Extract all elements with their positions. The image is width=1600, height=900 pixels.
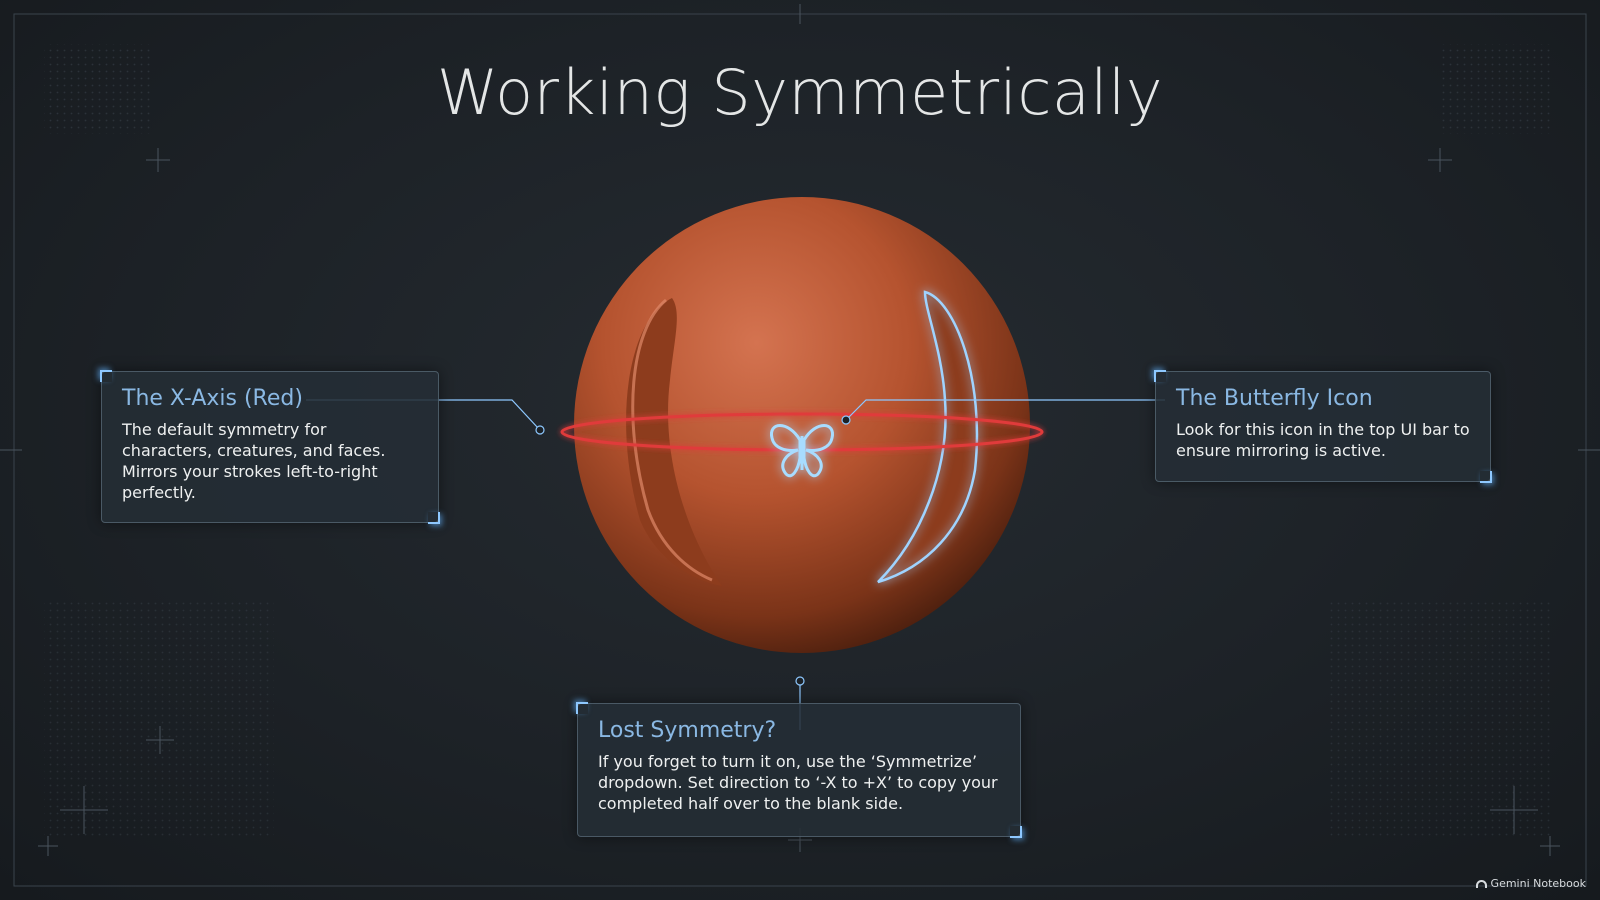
x-axis-body: The default symmetry for characters, cre… — [122, 420, 386, 502]
card-corner-accent — [1480, 471, 1492, 483]
crosshair-marks — [0, 4, 1600, 856]
lost-symmetry-body: If you forget to turn it on, use the ‘Sy… — [598, 752, 998, 813]
card-corner-accent — [100, 370, 112, 382]
dot-pattern — [1440, 44, 1550, 134]
dot-pattern — [1330, 600, 1550, 840]
page-title: Working Symmetrically — [436, 56, 1164, 129]
dot-pattern — [44, 600, 274, 840]
butterfly-body: Look for this icon in the top UI bar to … — [1176, 420, 1470, 460]
card-corner-accent — [576, 702, 588, 714]
lost-symmetry-callout: Lost Symmetry? If you forget to turn it … — [576, 702, 1022, 838]
butterfly-connector-dot — [841, 415, 851, 425]
card-corner-accent — [1010, 826, 1022, 838]
x-axis-callout: The X-Axis (Red) The default symmetry fo… — [100, 370, 440, 524]
butterfly-heading: The Butterfly Icon — [1176, 386, 1373, 411]
branding-label: Gemini Notebook — [1490, 877, 1586, 890]
butterfly-callout: The Butterfly Icon Look for this icon in… — [1154, 370, 1492, 483]
lost-symmetry-heading: Lost Symmetry? — [598, 718, 777, 743]
gemini-notebook-icon — [1475, 879, 1487, 888]
card-corner-accent — [428, 512, 440, 524]
lost-symmetry-connector-dot — [795, 676, 805, 686]
dot-pattern — [44, 44, 154, 134]
butterfly-icon — [770, 424, 834, 478]
x-axis-heading: The X-Axis (Red) — [122, 386, 303, 411]
right-sculpt-stroke — [877, 290, 979, 584]
left-sculpt-stroke — [626, 298, 722, 586]
card-corner-accent — [1154, 370, 1166, 382]
butterfly-connector — [847, 399, 1165, 419]
x-axis-connector-dot — [535, 425, 545, 435]
branding: Gemini Notebook — [1475, 877, 1586, 890]
